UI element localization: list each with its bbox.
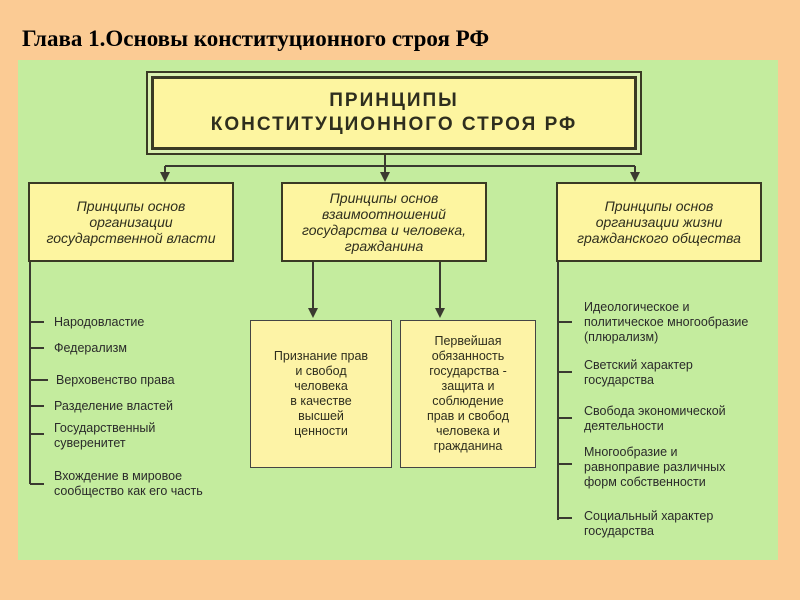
left-item-5: Государственный суверенитет [54,421,156,450]
category-state-person-box: Принципы основ взаимоотношений государст… [281,182,487,262]
category-state-person-label: Принципы основ взаимоотношений государст… [301,190,467,254]
root-principles-label: ПРИНЦИПЫ КОНСТИТУЦИОННОГО СТРОЯ РФ [210,90,578,135]
state-duty-label: Первейшая обязанность государства - защи… [426,334,510,453]
right-item-5: Социальный характер государства [584,509,714,538]
category-state-power-box: Принципы основ организации государственн… [28,182,234,262]
right-item-1: Идеологическое и политическое многообраз… [584,300,749,344]
right-item-4: Многообразие и равноправие различных фор… [584,445,726,489]
left-item-4: Разделение властей [54,399,173,413]
human-rights-value-box: Признание прав и свобод человека в качес… [250,320,392,468]
category-civil-society-box: Принципы основ организации жизни граждан… [556,182,762,262]
category-civil-society-label: Принципы основ организации жизни граждан… [577,198,741,246]
left-item-1: Народовластие [54,315,145,329]
root-principles-box: ПРИНЦИПЫ КОНСТИТУЦИОННОГО СТРОЯ РФ [151,76,637,150]
category-state-power-label: Принципы основ организации государственн… [46,198,216,246]
slide-title: Глава 1.Основы конституционного строя РФ [22,26,490,51]
right-item-3: Свобода экономической деятельности [584,404,726,433]
human-rights-value-label: Признание прав и свобод человека в качес… [273,349,369,438]
right-item-2: Светский характер государства [584,358,693,387]
left-item-6: Вхождение в мировое сообщество как его ч… [54,469,203,498]
state-duty-box: Первейшая обязанность государства - защи… [400,320,536,468]
left-item-2: Федерализм [54,341,127,355]
left-item-3: Верховенство права [56,373,175,387]
